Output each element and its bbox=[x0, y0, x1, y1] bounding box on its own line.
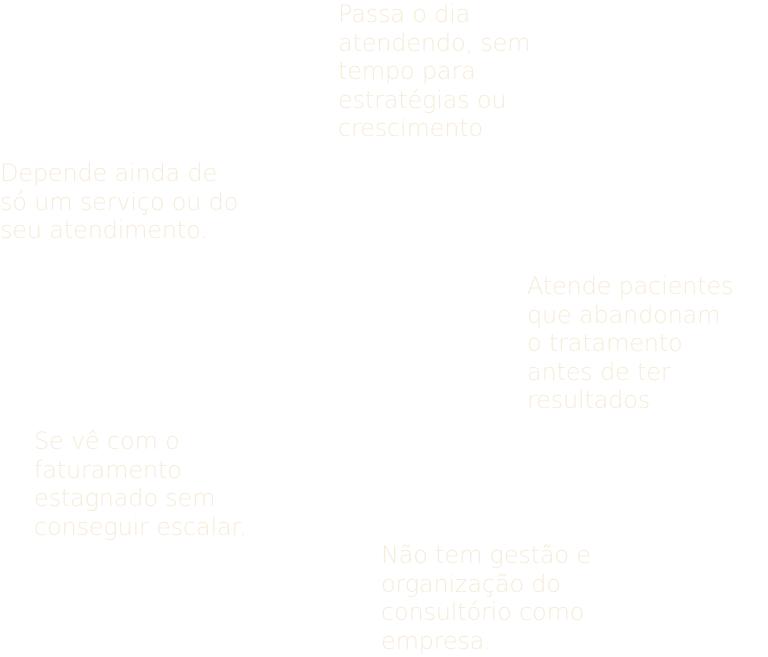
pain-point-no-business-management: Não tem gestão e organização do consultó… bbox=[381, 541, 591, 655]
pain-point-stagnant-revenue: Se vê com o faturamento estagnado sem co… bbox=[34, 427, 247, 541]
pain-point-no-time-for-strategy: Passa o dia atendendo, sem tempo para es… bbox=[338, 0, 531, 142]
pain-point-single-service-dependency: Depende ainda de só um serviço ou do seu… bbox=[0, 159, 239, 244]
pain-point-patients-abandon-treatment: Atende pacientes que abandonam o tratame… bbox=[527, 272, 734, 414]
